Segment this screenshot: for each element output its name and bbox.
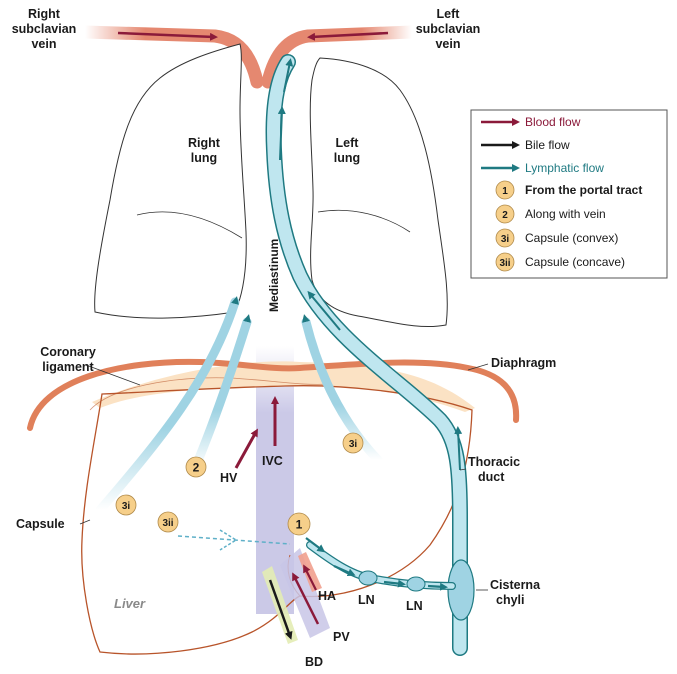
ha-blood-arrow xyxy=(303,564,317,591)
right-lung xyxy=(94,43,247,319)
badge-3i-right-text: 3i xyxy=(122,501,131,512)
lymph-node-2 xyxy=(406,576,426,592)
right-subclavian-label-2: subclavian xyxy=(12,22,77,36)
badge-3ii: 3ii xyxy=(157,511,179,533)
cisterna-label-2: chyli xyxy=(496,593,525,607)
lymph-path-3ii-arrowhead xyxy=(219,529,238,551)
legend-item-3-text: Capsule (convex) xyxy=(525,231,618,245)
pv-label: PV xyxy=(333,630,350,644)
thoracic-label-2: duct xyxy=(478,470,505,484)
bd-bile-arrow xyxy=(268,579,293,640)
left-subclavian-label-1: Left xyxy=(437,7,461,21)
hv-label: HV xyxy=(220,471,238,485)
thoracic-label-1: Thoracic xyxy=(468,455,520,469)
left-subclavian-blood-arrow xyxy=(307,31,389,41)
legend-bile-text: Bile flow xyxy=(525,138,570,152)
legend-item-2-text: Along with vein xyxy=(525,207,606,221)
badge-3i-left-text: 3i xyxy=(349,439,358,450)
right-subclavian-label-3: vein xyxy=(31,37,56,51)
lymph-path-3ii xyxy=(177,535,291,545)
portal-lymph-arrow-1 xyxy=(305,537,326,553)
portal-vein-band xyxy=(280,548,330,638)
legend-item-1-text: From the portal tract xyxy=(525,183,642,197)
lymph-node-1 xyxy=(358,570,378,586)
badge-3i-left: 3i xyxy=(342,432,364,454)
legend-item-4-text: Capsule (concave) xyxy=(525,255,625,269)
left-lung-label-1: Left xyxy=(336,136,360,150)
coronary-label-2: ligament xyxy=(42,360,94,374)
hv-blood-arrow xyxy=(234,428,258,469)
coronary-leader xyxy=(85,364,141,386)
badge-3i-right: 3i xyxy=(115,494,137,516)
capsule-label: Capsule xyxy=(16,517,65,531)
cisterna-chyli xyxy=(447,559,475,621)
badge-2: 2 xyxy=(185,456,207,478)
badge-1-text: 1 xyxy=(296,518,303,532)
right-subclavian-label-1: Right xyxy=(28,7,61,21)
left-subclavian-label-2: subclavian xyxy=(416,22,481,36)
lymph-path-2 xyxy=(190,317,252,473)
mediastinum-label: Mediastinum xyxy=(267,239,281,312)
legend-badge-3ii-text: 3ii xyxy=(499,258,510,269)
ha-label: HA xyxy=(318,589,336,603)
thoracic-duct-arrow-2 xyxy=(307,290,341,331)
portal-lymph-arrow-4 xyxy=(427,582,448,591)
thoracic-leader xyxy=(459,468,467,471)
diaphragm-label: Diaphragm xyxy=(491,356,556,370)
right-subclavian-blood-arrow xyxy=(117,31,218,41)
right-lung-fissure xyxy=(136,211,243,239)
badge-3ii-text: 3ii xyxy=(162,518,173,529)
portal-lymph-arrow-2 xyxy=(333,564,356,577)
liver-label: Liver xyxy=(114,596,146,611)
lymph-path-2-arrowhead xyxy=(242,314,251,335)
bd-label: BD xyxy=(305,655,323,669)
thoracic-duct-arrow-top xyxy=(283,58,294,93)
ivc-label: IVC xyxy=(262,454,283,468)
thoracic-duct-arrow-3 xyxy=(454,426,463,471)
portal-lymph-channel-fill xyxy=(307,542,455,589)
liver-outline xyxy=(81,385,473,655)
legend-badge-1 xyxy=(495,180,515,200)
badge-1: 1 xyxy=(287,512,311,536)
left-lung-fissure xyxy=(317,209,411,233)
legend-blood-text: Blood flow xyxy=(525,115,581,129)
right-lung-label-2: lung xyxy=(191,151,217,165)
legend-badge-2-text: 2 xyxy=(502,210,508,221)
badge-2-text: 2 xyxy=(193,461,200,475)
ln1-label: LN xyxy=(358,593,375,607)
ln2-label: LN xyxy=(406,599,423,613)
lymph-path-3i-right-arrowhead xyxy=(230,296,239,317)
cisterna-label-1: Cisterna xyxy=(490,578,541,592)
legend-badge-3i xyxy=(495,228,515,248)
lymph-path-3i-left-arrowhead xyxy=(302,314,311,335)
thoracic-duct-arrow-1 xyxy=(277,106,286,161)
lymph-path-3i-right xyxy=(95,297,240,515)
legend-lymph-text: Lymphatic flow xyxy=(525,161,604,175)
legend: Blood flow Bile flow Lymphatic flow 1 Fr… xyxy=(470,109,668,279)
portal-lymph-arrow-3 xyxy=(383,579,406,588)
coronary-label-1: Coronary xyxy=(40,345,96,359)
right-lung-label-1: Right xyxy=(188,136,221,150)
legend-badge-2 xyxy=(495,204,515,224)
capsule-leader xyxy=(79,519,91,525)
legend-badge-3ii xyxy=(495,252,515,272)
legend-badge-1-text: 1 xyxy=(502,186,508,197)
diaphragm-leader xyxy=(467,363,489,371)
legend-badge-3i-text: 3i xyxy=(501,234,510,245)
left-lung-label-2: lung xyxy=(334,151,360,165)
pv-blood-arrow xyxy=(292,572,320,625)
left-subclavian-label-3: vein xyxy=(435,37,460,51)
lymph-path-3i-left xyxy=(301,317,383,465)
left-lung xyxy=(309,57,448,328)
